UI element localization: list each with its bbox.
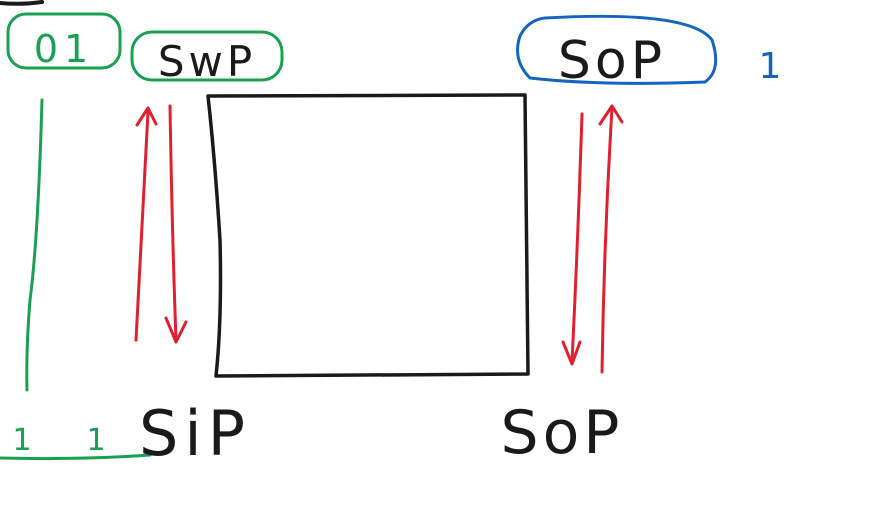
label-swp: SwP (158, 37, 256, 86)
green-box-swp (130, 30, 284, 82)
green-vertical-line (25, 98, 44, 392)
green-box-01 (6, 12, 122, 70)
blue-box-sop (516, 14, 718, 85)
red-arrow-up-left (134, 106, 158, 342)
red-arrow-down-right (561, 112, 584, 366)
label-green-1a: 1 (12, 423, 31, 458)
red-arrow-down-left (164, 104, 188, 344)
corner-scribble (0, 0, 44, 6)
label-top-sop: SoP (558, 31, 666, 91)
label-green-1b: 1 (86, 423, 105, 458)
label-bottom-sop: SoP (501, 398, 624, 468)
label-sip: SiP (139, 397, 251, 470)
red-arrow-up-right (598, 104, 624, 374)
green-bottom-line (0, 453, 152, 461)
label-blue-1: 1 (759, 46, 782, 87)
square-box (206, 93, 530, 378)
label-01: 01 (34, 27, 94, 71)
